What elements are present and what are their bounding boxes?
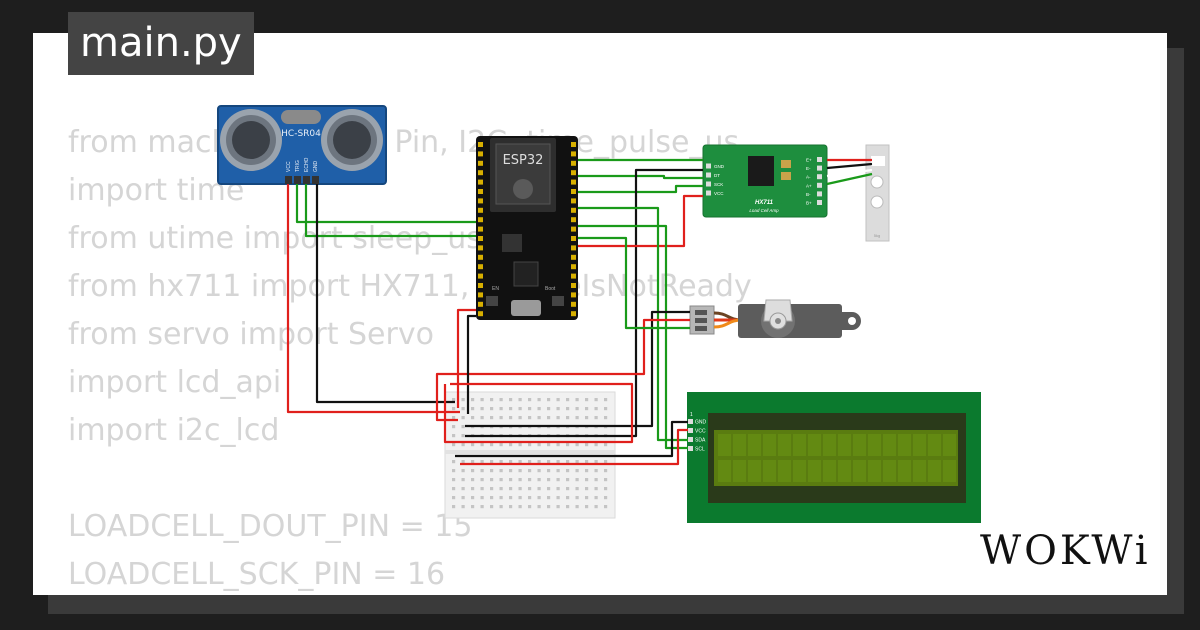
usb-port <box>511 300 541 316</box>
code-line: from utime import sleep_us <box>68 221 482 256</box>
hx711-module[interactable]: HX711 Load Cell Amp GND DT SCK VCC E+ E- A- A+… <box>702 144 828 218</box>
code-line: from hx711 import HX711, DeviceIsNotRead… <box>68 269 752 304</box>
loadcell-label: 5kg <box>874 233 880 238</box>
hx711-pin-label: SCK <box>714 182 723 187</box>
ultrasonic-sensor[interactable]: HC-SR04 VCC TRIG ECHO GND <box>217 105 387 185</box>
wire-ultrasonic-vcc <box>286 184 460 414</box>
wire-servo-signal <box>578 236 690 330</box>
lcd-pin-label: SCL <box>695 447 705 453</box>
wire-hx711-sck <box>578 184 703 194</box>
hx711-label: HX711 <box>755 200 774 206</box>
lcd-pin-1-label: 1 <box>690 412 693 418</box>
file-tab[interactable]: main.py <box>68 12 254 75</box>
hx711-pins-right: E+ E- A- A+ B- B+ <box>806 157 822 206</box>
hx711-pin-label: A+ <box>806 183 812 188</box>
code-line: import i2c_lcd <box>68 413 280 448</box>
lcd-pins: GND VCC SDA SCL <box>688 419 707 453</box>
esp32-board[interactable]: ESP32 Boot EN <box>476 136 578 320</box>
esp32-pins-right <box>571 142 576 317</box>
breadboard-holes <box>452 398 608 509</box>
code-line: import lcd_api <box>68 365 282 400</box>
lcd-display[interactable]: 1 GND VCC SDA SCL <box>687 392 981 523</box>
ultrasonic-pin-trig: TRIG <box>295 160 301 172</box>
hx711-pin-label: VCC <box>714 191 724 196</box>
code-line: LOADCELL_DOUT_PIN = 15 <box>68 509 473 544</box>
hx711-pin-label: B- <box>806 192 811 197</box>
wire-servo-vcc <box>435 318 690 422</box>
wire-hx711-vcc <box>578 194 703 248</box>
ultrasonic-label: HC-SR04 <box>281 129 321 139</box>
lcd-pin-label: VCC <box>695 429 706 435</box>
wire-lcd-gnd <box>455 420 688 458</box>
esp32-pins-left <box>478 142 483 317</box>
code-line: import time <box>68 173 245 208</box>
lcd-character-cells <box>718 434 956 482</box>
wire-hx711-dt <box>578 174 703 180</box>
code-line: LOADCELL_SCK_PIN = 16 <box>68 557 446 592</box>
wokwi-logo: WOKWi <box>980 528 1151 574</box>
wire-lcd-vcc <box>460 428 688 466</box>
wire-loadcell-green <box>826 172 873 186</box>
wire-loadcell-black <box>826 162 873 170</box>
wire-esp32-3v3 <box>456 308 476 408</box>
en-button[interactable] <box>486 296 498 306</box>
wire-ultrasonic-gnd <box>315 184 455 404</box>
hx711-pin-label: E- <box>806 166 811 171</box>
esp32-label: ESP32 <box>503 153 544 168</box>
hx711-pins-left: GND DT SCK VCC <box>706 163 725 196</box>
hx711-pin-label: E+ <box>806 158 812 163</box>
ultrasonic-pin-echo: ECHO <box>304 157 310 172</box>
wire-ultrasonic-trig <box>295 184 476 224</box>
wire-esp32-gnd <box>466 314 476 414</box>
boot-label: Boot <box>545 286 556 292</box>
servo-motor[interactable] <box>689 299 861 338</box>
hx711-pin-label: A- <box>806 175 811 180</box>
wire-rail-red <box>443 382 634 444</box>
wire-loadcell-white <box>826 168 873 178</box>
lcd-pin-label: SDA <box>695 438 706 444</box>
ultrasonic-pin-gnd: GND <box>313 161 319 173</box>
wire-hx711-gnd <box>465 168 703 438</box>
boot-button[interactable] <box>552 296 564 306</box>
wire-servo-gnd <box>465 310 690 428</box>
hx711-pin-label: GND <box>714 164 725 169</box>
espressif-logo-icon <box>513 179 533 199</box>
lcd-pin-label: GND <box>695 420 707 426</box>
wire-ultrasonic-echo <box>304 184 476 238</box>
wires <box>286 158 873 466</box>
hx711-pin-label: DT <box>714 173 720 178</box>
hx711-pin-label: B+ <box>806 201 812 206</box>
en-label: EN <box>492 286 499 292</box>
hx711-sublabel: Load Cell Amp <box>749 208 779 213</box>
ultrasonic-pin-vcc: VCC <box>286 161 292 172</box>
